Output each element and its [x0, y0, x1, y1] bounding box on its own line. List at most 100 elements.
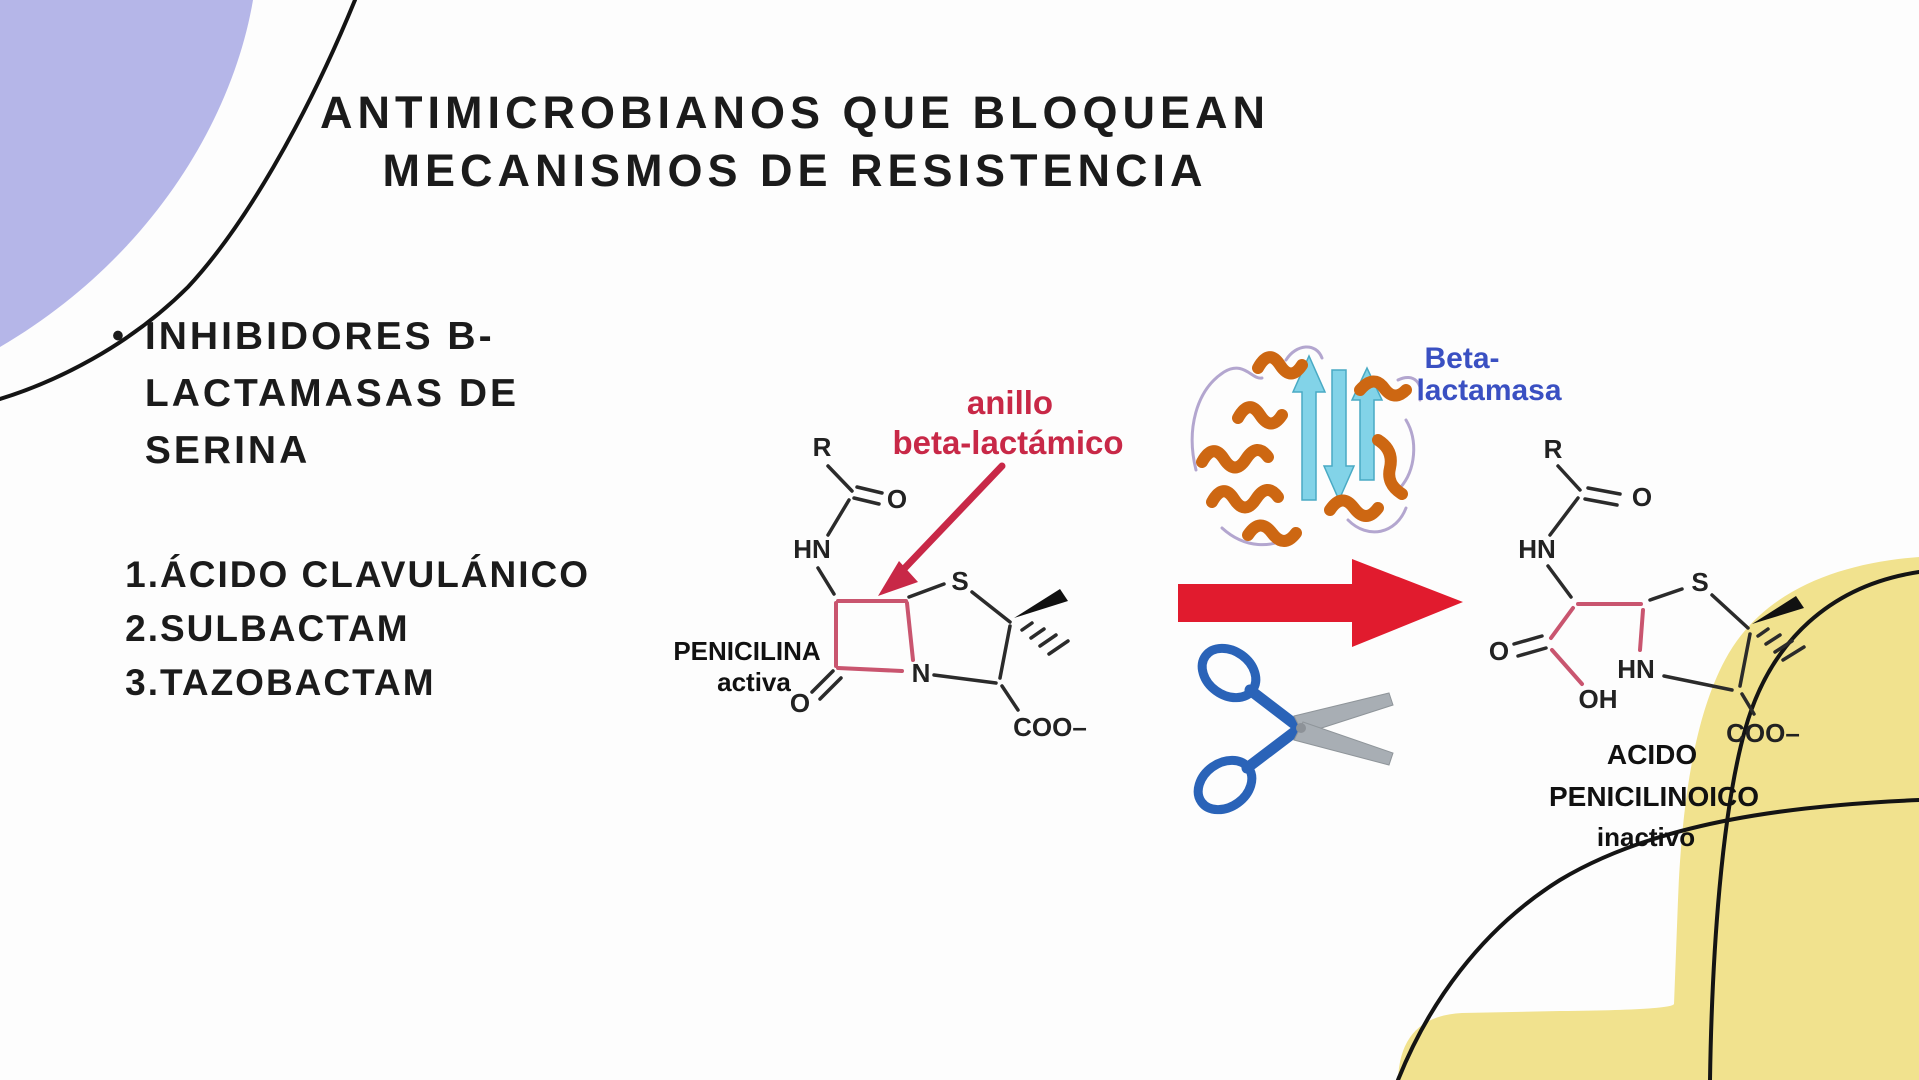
hash: [1038, 633, 1058, 648]
atom-label-o-amide: O: [1632, 482, 1652, 512]
enzyme-label-line1: Beta-: [1424, 342, 1499, 375]
scissors-neck: [1244, 684, 1307, 735]
bond: [998, 624, 1012, 680]
penicilloic-acid-structure: R O HN O OH HN S COO– ACIDO PENICILINOIC…: [1489, 434, 1806, 852]
list-item: 1. ÁCIDO CLAVULÁNICO: [108, 548, 590, 602]
bond: [1662, 674, 1734, 692]
helix-ribbon: [1242, 519, 1302, 547]
bond: [1548, 496, 1580, 537]
bond: [1512, 634, 1544, 646]
beta-lactamase-protein-image: [1190, 345, 1423, 547]
bullet-item: • INHIBIDORES B- LACTAMASAS DE SERINA: [112, 308, 519, 479]
atom-label-r: R: [1544, 434, 1563, 464]
list-item: 3. TAZOBACTAM: [108, 656, 590, 710]
bond: [907, 582, 946, 599]
bond: [816, 566, 836, 596]
loop-strand: [1190, 366, 1264, 472]
atom-label-n: N: [912, 658, 931, 688]
hash: [1781, 645, 1806, 662]
bond: [826, 498, 851, 537]
bullet-line-1: INHIBIDORES B-: [144, 315, 495, 358]
helix-ribbon: [1372, 434, 1408, 500]
scissors-handle: [1197, 643, 1261, 703]
bond: [1556, 464, 1582, 492]
bullet-line-3: SERINA: [144, 429, 311, 472]
annotation-arrow-head: [878, 561, 918, 596]
bond: [855, 485, 884, 495]
penicilloic-caption-state: inactivo: [1597, 822, 1695, 852]
bottom-right-curve-line-1: [1708, 570, 1919, 1080]
bond: [932, 673, 998, 685]
list-item-label: ÁCIDO CLAVULÁNICO: [160, 554, 591, 595]
bond: [818, 676, 843, 701]
enzyme-annotation: Beta- lactamasa: [1416, 342, 1561, 407]
list-item-label: SULBACTAM: [160, 608, 410, 649]
ring-bond: [836, 666, 904, 673]
loop-strand: [1396, 376, 1423, 402]
bottom-right-curve-line-2: [1396, 798, 1919, 1080]
hash-wedge-bond: [1020, 621, 1070, 656]
helix-ribbon: [1252, 351, 1308, 380]
penicilloic-caption: PENICILINOICO: [1549, 781, 1759, 812]
atom-label-s: S: [951, 566, 968, 596]
scissors-handle: [1193, 755, 1257, 815]
list-item-label: TAZOBACTAM: [160, 662, 436, 703]
hash-wedge-bond: [1756, 627, 1806, 662]
annotation-arrow-shaft: [897, 462, 1006, 576]
sheet-arrow: [1322, 369, 1356, 502]
slide-title: ANTIMICROBIANOS QUE BLOQUEAN MECANISMOS …: [285, 84, 1305, 200]
sheet-arrow: [1291, 354, 1327, 501]
opened-ring-bond: [1638, 608, 1645, 652]
list-item: 2. SULBACTAM: [108, 602, 590, 656]
bond: [810, 669, 835, 694]
atom-label-coo: COO–: [1726, 718, 1800, 748]
bond: [1583, 497, 1619, 507]
atom-label-o-amide: O: [887, 484, 907, 514]
bullet-text: INHIBIDORES B- LACTAMASAS DE SERINA: [145, 308, 519, 479]
reaction-arrow-icon: [1178, 559, 1463, 647]
loop-strand: [1398, 418, 1416, 490]
bullet-marker: •: [112, 317, 127, 355]
atom-label-hn-amide: HN: [1518, 534, 1556, 564]
bond: [826, 464, 854, 493]
loop-strand: [1346, 506, 1408, 534]
atom-label-o-acid: O: [1489, 636, 1509, 666]
ring-bond: [905, 601, 915, 662]
penicillin-structure: R O HN N S O COO– PENICILINA activa: [673, 432, 1087, 742]
inhibitor-list: 1. ÁCIDO CLAVULÁNICO 2. SULBACTAM 3. TAZ…: [108, 548, 590, 710]
atom-label-hn: HN: [793, 534, 831, 564]
ring-label-line2: beta-lactámico: [892, 424, 1123, 461]
bond: [1546, 564, 1573, 599]
hash: [1756, 627, 1770, 638]
beta-lactam-ring: [834, 599, 915, 673]
penicillin-caption: PENICILINA: [673, 636, 821, 666]
bond: [1516, 646, 1548, 658]
title-line-2: MECANISMOS DE RESISTENCIA: [382, 145, 1208, 196]
hash: [1029, 627, 1046, 640]
atom-label-o-lactam: O: [790, 688, 810, 718]
hash: [1764, 633, 1782, 646]
bond: [1738, 632, 1752, 688]
bond: [970, 590, 1012, 624]
helix-ribbon: [1324, 494, 1384, 522]
list-item-number: 1.: [125, 554, 160, 595]
yellow-corner-blob: [1398, 557, 1919, 1080]
helix-ribbon: [1232, 401, 1288, 430]
scissors-neck: [1241, 721, 1307, 774]
hash: [1020, 621, 1034, 632]
enzyme-label-line2: lactamasa: [1416, 374, 1561, 407]
atom-label-oh: OH: [1579, 684, 1618, 714]
title-line-1: ANTIMICROBIANOS QUE BLOQUEAN: [320, 87, 1270, 138]
scissors-pivot: [1296, 723, 1306, 733]
helix-ribbon: [1206, 484, 1284, 514]
scissors-blade: [1293, 721, 1394, 766]
wedge-bond: [1752, 596, 1804, 624]
bond: [1648, 587, 1684, 602]
purple-corner-blob: [0, 0, 253, 347]
penicillin-caption-state: activa: [717, 667, 791, 697]
hash: [1773, 639, 1794, 654]
bond: [1586, 486, 1622, 496]
